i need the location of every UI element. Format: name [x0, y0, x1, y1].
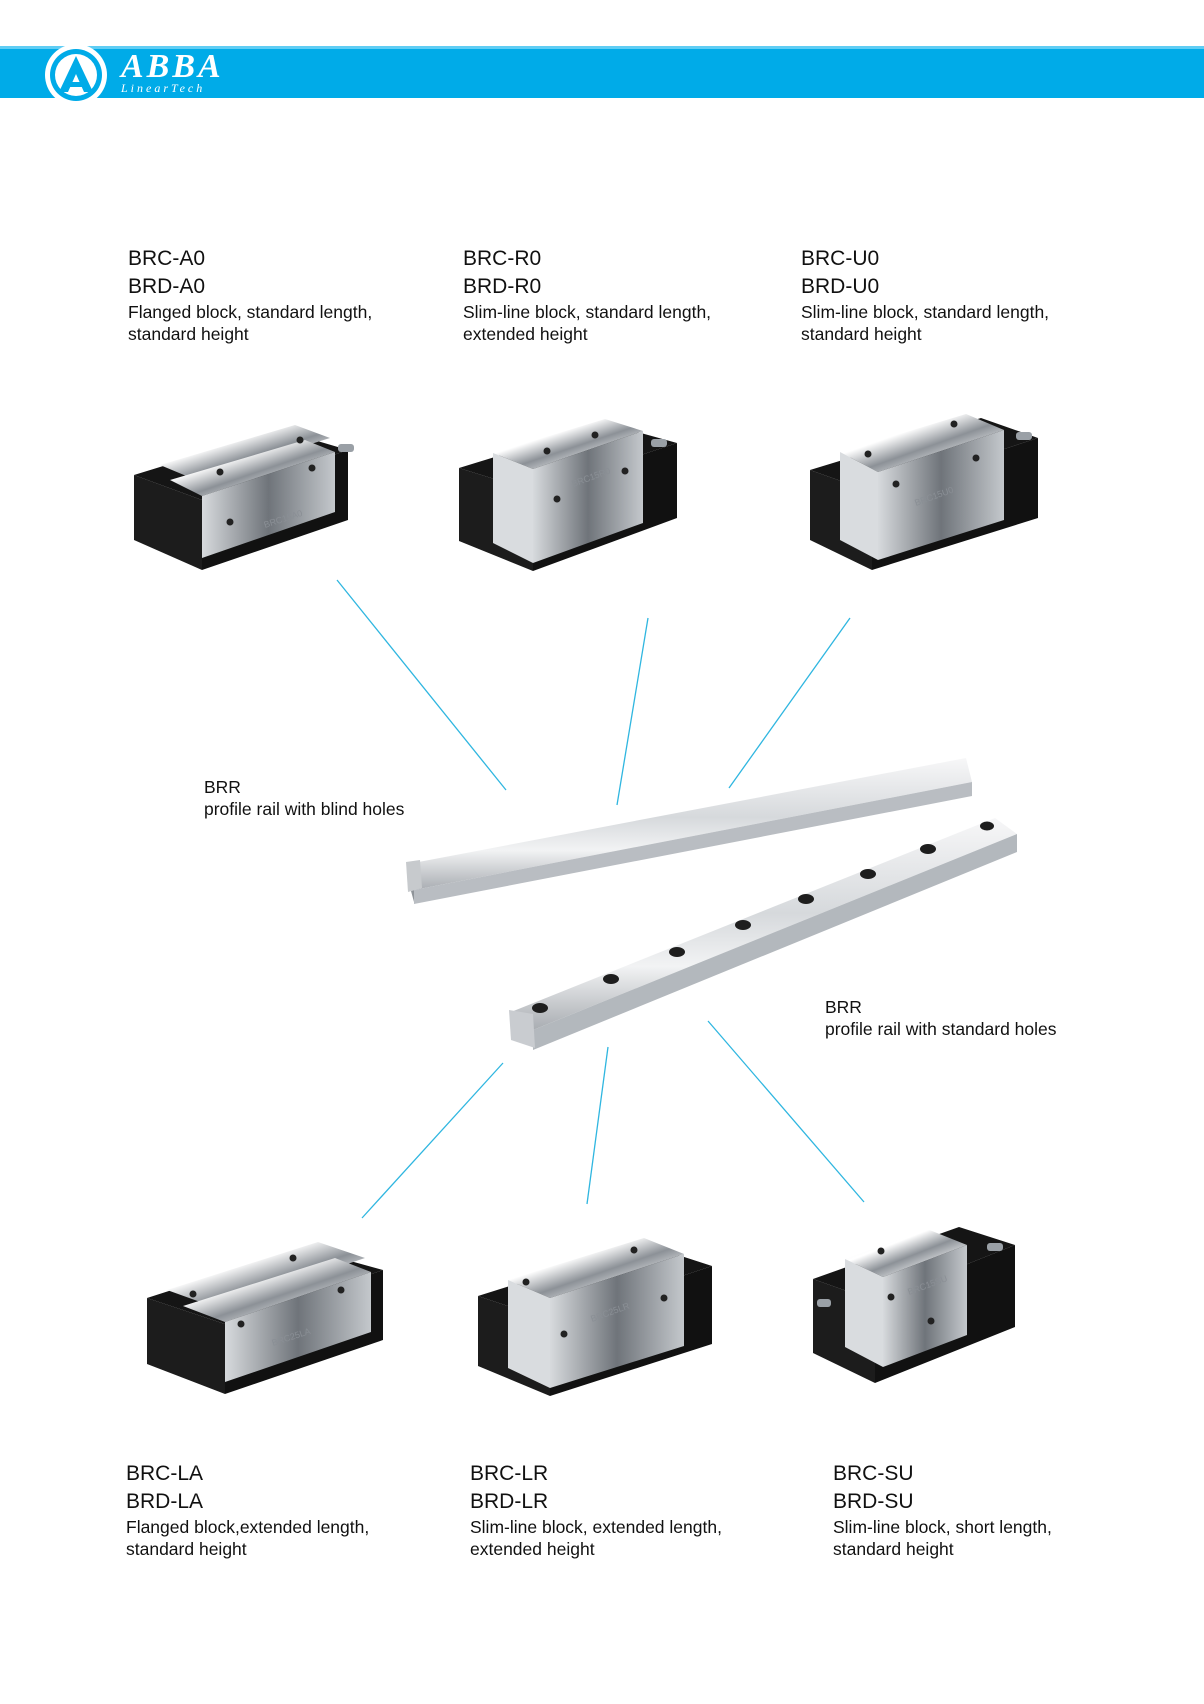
header-bar [0, 46, 1204, 98]
rail-image-standard-holes [509, 818, 1017, 1050]
model-secondary: BRD-SU [833, 1490, 914, 1513]
description-line-1: Slim-line block, standard length, [463, 302, 712, 322]
caption-brc-la: BRC-LA BRD-LA Flanged block,extended len… [126, 1460, 426, 1560]
brand-tagline: LinearTech [121, 81, 206, 95]
description-line-2: standard height [128, 324, 249, 344]
description-line-2: standard height [126, 1539, 247, 1559]
description-line-1: Slim-line block, standard length, [801, 302, 1050, 322]
caption-brc-r0: BRC-R0 BRD-R0 Slim-line block, standard … [463, 245, 763, 345]
model-secondary: BRD-U0 [801, 275, 880, 298]
connector-line [361, 1062, 504, 1219]
rail-label-standard-holes: BRR profile rail with standard holes [825, 996, 1057, 1040]
rail-label-blind-holes: BRR profile rail with blind holes [204, 776, 404, 820]
rail-description: profile rail with blind holes [204, 799, 405, 819]
connector-line [616, 617, 649, 806]
block-image-brc-su: BRC15SU [813, 1227, 1015, 1383]
block-image-brc-r0: BRC15R0 [459, 419, 677, 571]
rail-holes [532, 821, 994, 1013]
model-secondary: BRD-LR [470, 1490, 549, 1513]
connector-line [586, 1046, 609, 1205]
description-line-2: standard height [801, 324, 922, 344]
description-line-1: Slim-line block, short length, [833, 1517, 1052, 1537]
rail-description: profile rail with standard holes [825, 1019, 1057, 1039]
block-image-brc-lr: BRC25LR [478, 1238, 712, 1396]
block-image-brc-a0: BRC15A0 [134, 425, 354, 570]
description-line-1: Slim-line block, extended length, [470, 1517, 722, 1537]
block-image-brc-la: BRC25LA [147, 1242, 383, 1394]
connector-line [728, 617, 851, 789]
connector-line [336, 579, 507, 791]
rail-model: BRR [825, 997, 862, 1017]
model-secondary: BRD-LA [126, 1490, 204, 1513]
model-primary: BRC-SU [833, 1462, 914, 1485]
rail-model: BRR [204, 777, 241, 797]
caption-brc-u0: BRC-U0 BRD-U0 Slim-line block, standard … [801, 245, 1101, 345]
description-line-1: Flanged block,extended length, [126, 1517, 370, 1537]
description-line-1: Flanged block, standard length, [128, 302, 373, 322]
model-secondary: BRD-A0 [128, 275, 206, 298]
description-line-2: extended height [470, 1539, 595, 1559]
model-secondary: BRD-R0 [463, 275, 542, 298]
block-image-brc-u0: BRC15U0 [810, 414, 1038, 570]
model-primary: BRC-R0 [463, 247, 542, 270]
caption-brc-a0: BRC-A0 BRD-A0 Flanged block, standard le… [128, 245, 428, 345]
rail-image-blind-holes [406, 758, 972, 904]
model-primary: BRC-U0 [801, 247, 880, 270]
brand-name: ABBA [121, 48, 224, 85]
model-primary: BRC-LA [126, 1462, 204, 1485]
model-primary: BRC-A0 [128, 247, 206, 270]
caption-brc-lr: BRC-LR BRD-LR Slim-line block, extended … [470, 1460, 770, 1560]
description-line-2: extended height [463, 324, 588, 344]
description-line-2: standard height [833, 1539, 954, 1559]
model-primary: BRC-LR [470, 1462, 549, 1485]
caption-brc-su: BRC-SU BRD-SU Slim-line block, short len… [833, 1460, 1133, 1560]
abba-logo-icon [45, 44, 107, 106]
connector-line [707, 1020, 865, 1203]
